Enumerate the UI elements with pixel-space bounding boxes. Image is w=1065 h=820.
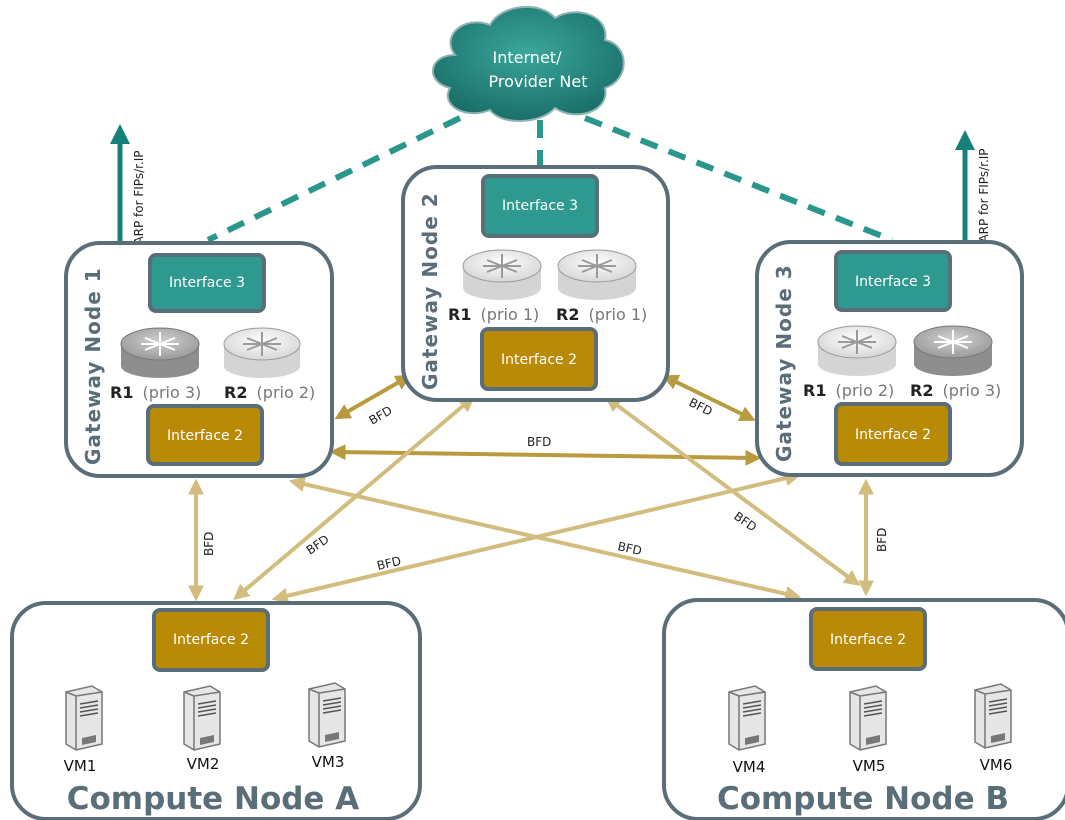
router-r1-label: R1: [110, 383, 133, 402]
interface-2-label: Interface 2: [167, 428, 243, 444]
interface-2: [480, 327, 598, 391]
router-r1-label: R1: [803, 381, 826, 400]
compute-node-b: Interface 2 VM4 VM5 VM6 Compute Node B: [662, 598, 1065, 820]
router-r1-icon: [462, 249, 542, 300]
server-vm6-icon: [974, 683, 1012, 749]
svg-text:R1 (prio 2): R1 (prio 2): [803, 381, 894, 400]
bfd-label-gw1-gw2: BFD: [367, 403, 395, 427]
router-r2-label: R2: [556, 305, 579, 324]
router-r2-icon: [913, 325, 993, 376]
bfd-label-gw2-cnb: BFD: [731, 509, 759, 534]
server-vm4-icon: [728, 685, 766, 751]
gateway-title: Gateway Node 3: [772, 264, 796, 462]
bfd-label-gw1-cna: BFD: [202, 532, 216, 556]
interface-3: [834, 250, 952, 312]
router-r2-prio: (prio 1): [589, 305, 648, 324]
interface-2-label: Interface 2: [830, 632, 906, 648]
svg-text:R1 (prio 3): R1 (prio 3): [110, 383, 201, 402]
internet-cloud: Internet/ Provider Net: [431, 5, 625, 122]
vm-label: VM2: [187, 755, 220, 773]
vm-label: VM1: [64, 757, 97, 775]
router-r1-icon: [120, 327, 200, 378]
compute-node-a: Interface 2 VM1 VM2 VM3 Compute Node A: [10, 601, 422, 820]
interface-2: [809, 607, 927, 671]
svg-text:R2 (prio 3): R2 (prio 3): [910, 381, 1001, 400]
cloud-label-line1: Internet/: [493, 48, 563, 67]
cloud-label-line2: Provider Net: [488, 72, 587, 91]
server-vm3-icon: [308, 682, 346, 748]
interface-2: [834, 402, 952, 466]
server-vm1-icon: [65, 685, 103, 751]
router-r2-label: R2: [910, 381, 933, 400]
vm-label: VM4: [733, 758, 766, 776]
router-r2-icon: [223, 327, 301, 378]
vm-label: VM3: [312, 753, 345, 771]
bfd-label-gw3-cna: BFD: [376, 554, 403, 573]
interface-2-label: Interface 2: [173, 632, 249, 648]
vm-label: VM5: [853, 757, 886, 775]
router-r1-prio: (prio 1): [481, 305, 540, 324]
router-r1-icon: [817, 325, 897, 376]
interface-3-label: Interface 3: [855, 274, 931, 290]
interface-2-label: Interface 2: [501, 352, 577, 368]
router-r1-label: R1: [448, 305, 471, 324]
router-r1-prio: (prio 3): [143, 383, 202, 402]
server-vm5-icon: [849, 685, 887, 751]
gateway-node-1: Gateway Node 1 Interface 3 R1 (prio 3) R…: [64, 241, 334, 478]
interface-3: [481, 174, 599, 238]
vm-label: VM6: [980, 756, 1013, 774]
interface-2: [146, 404, 264, 466]
gateway-title: Gateway Node 2: [418, 192, 442, 390]
bfd-label-gw1-cnb: BFD: [616, 539, 643, 558]
compute-node-title: Compute Node A: [67, 781, 360, 817]
server-vm2-icon: [183, 685, 221, 751]
interface-3: [148, 253, 266, 313]
svg-text:R2 (prio 1): R2 (prio 1): [556, 305, 647, 324]
bfd-label-gw3-cnb: BFD: [875, 528, 889, 552]
interface-2: [152, 608, 270, 672]
gateway-title: Gateway Node 1: [81, 267, 105, 465]
svg-text:R2 (prio 2): R2 (prio 2): [224, 383, 315, 402]
provider-links: [206, 115, 894, 243]
router-r2-prio: (prio 2): [257, 383, 316, 402]
router-r1-prio: (prio 2): [836, 381, 895, 400]
interface-3-label: Interface 3: [169, 275, 245, 291]
router-r2-label: R2: [224, 383, 247, 402]
interface-2-label: Interface 2: [855, 427, 931, 443]
bfd-label-gw1-gw3: BFD: [527, 435, 551, 449]
bfd-links: BFD BFD BFD BFD BFD BFD BFD BFD BFD: [188, 374, 889, 604]
gateway-node-3: Gateway Node 3 Interface 3 R1 (prio 2) R…: [755, 240, 1024, 477]
svg-text:R1 (prio 1): R1 (prio 1): [448, 305, 539, 324]
interface-3-label: Interface 3: [502, 198, 578, 214]
router-r2-prio: (prio 3): [943, 381, 1002, 400]
router-r2-icon: [557, 249, 637, 300]
compute-node-title: Compute Node B: [717, 781, 1009, 817]
gateway-node-2: Gateway Node 2 Interface 3 R1 (prio 1) R…: [401, 165, 670, 402]
